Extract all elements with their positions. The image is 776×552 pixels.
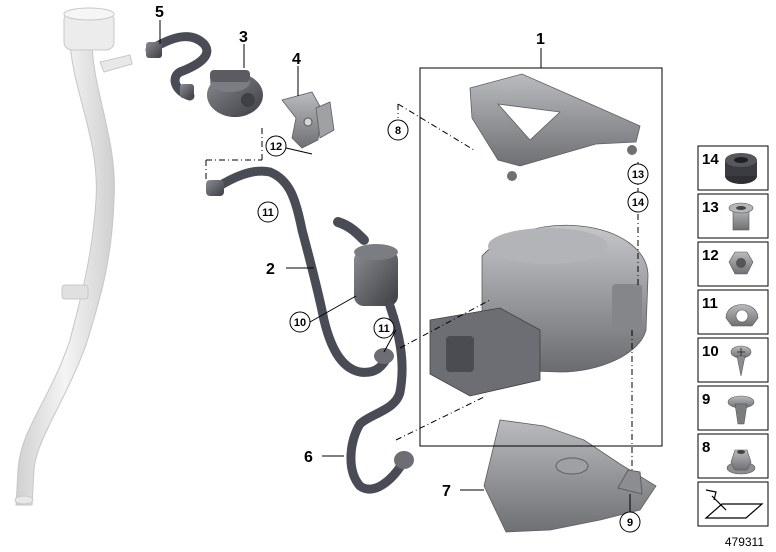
screw-icon [730, 345, 752, 377]
callout-11a: 11 [257, 201, 279, 223]
legend-number-12: 12 [702, 247, 719, 264]
part-3-valve [207, 70, 263, 117]
svg-text:11: 11 [262, 207, 274, 219]
svg-text:13: 13 [632, 169, 644, 181]
svg-text:9: 9 [627, 517, 633, 529]
svg-text:14: 14 [632, 197, 645, 209]
hex-nut-icon [728, 251, 754, 275]
expanding-rivet-icon [727, 395, 755, 425]
callout-3: 3 [239, 29, 248, 46]
svg-text:12: 12 [270, 141, 282, 153]
part-2-hose [206, 166, 394, 377]
part-6-hose [333, 217, 414, 494]
callout-8: 8 [387, 119, 409, 141]
callout-1: 1 [536, 31, 545, 48]
callout-6: 6 [304, 449, 313, 466]
callout-12: 12 [265, 135, 287, 157]
svg-text:8: 8 [395, 125, 401, 137]
part-1-compressor [429, 73, 649, 397]
legend-number-13: 13 [702, 199, 719, 216]
filler-neck [14, 7, 133, 506]
callout-2: 2 [266, 261, 275, 278]
parts-legend: 14 13 12 11 10 [697, 145, 769, 527]
svg-text:11: 11 [378, 323, 390, 335]
callout-4: 4 [292, 51, 301, 68]
legend-number-8: 8 [702, 439, 710, 456]
grommet-icon [725, 153, 757, 184]
hose-clip-icon [725, 304, 759, 327]
legend-number-11: 11 [702, 295, 718, 312]
callout-14: 14 [627, 191, 649, 213]
part-4-bracket [281, 91, 335, 149]
direction-arrow-icon [704, 489, 764, 519]
callout-11b: 11 [373, 317, 395, 339]
legend-number-9: 9 [702, 391, 710, 408]
legend-number-10: 10 [702, 343, 719, 360]
spacer-sleeve-icon [728, 202, 754, 231]
leader-lines [159, 20, 639, 512]
callout-13: 13 [627, 163, 649, 185]
callout-5: 5 [155, 4, 164, 21]
svg-text:10: 10 [294, 317, 306, 329]
callout-9: 9 [619, 511, 641, 533]
collar-nut-icon [726, 449, 756, 475]
legend-number-14: 14 [702, 151, 719, 168]
part-7-shield [483, 419, 657, 533]
part-5-hose [145, 32, 212, 101]
callout-7: 7 [442, 483, 451, 500]
diagram-reference-number: 479311 [725, 535, 764, 549]
callout-10: 10 [289, 311, 311, 333]
